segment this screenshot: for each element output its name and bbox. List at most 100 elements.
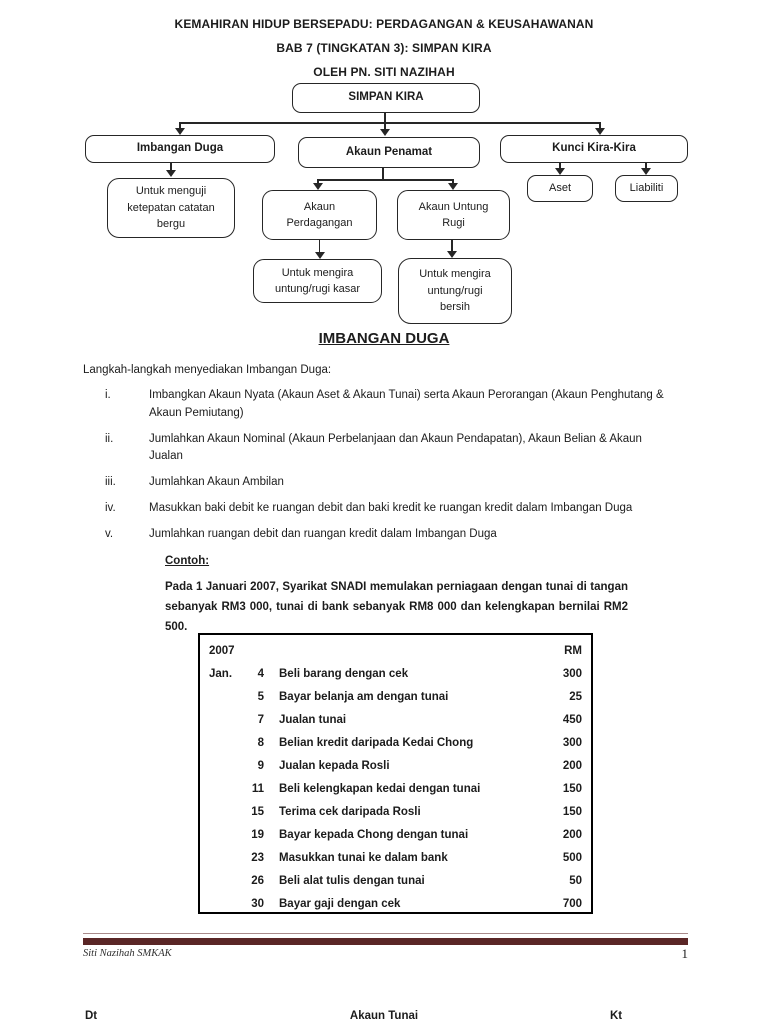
table-amount: 500 [562, 851, 582, 864]
arrowhead-akaun-penamat [380, 129, 390, 136]
table-amount: 150 [562, 782, 582, 795]
step-item: v. Jumlahkan ruangan debit dan ruangan k… [105, 526, 671, 544]
connector-drop-untung-rugi [452, 179, 454, 183]
table-row: 11 Beli kelengkapan kedai dengan tunai 1… [200, 777, 591, 800]
arrowhead-mengira-kasar [315, 252, 325, 259]
table-day: 23 [251, 851, 264, 864]
step-number: i. [105, 389, 111, 401]
table-desc: Bayar kepada Chong dengan tunai [279, 828, 469, 841]
table-desc: Jualan kepada Rosli [279, 759, 390, 772]
flowchart-node-simpan-kira: SIMPAN KIRA [292, 83, 480, 113]
step-item: i. Imbangkan Akaun Nyata (Akaun Aset & A… [105, 387, 671, 423]
step-number: iii. [105, 476, 116, 489]
table-desc: Bayar belanja am dengan tunai [279, 690, 449, 703]
table-desc: Terima cek daripada Rosli [279, 805, 421, 818]
footer-author: Siti Nazihah SMKAK [83, 948, 172, 959]
table-desc: Beli alat tulis dengan tunai [279, 874, 425, 887]
table-row: 23 Masukkan tunai ke dalam bank 500 [200, 846, 591, 869]
arrowhead-akaun-perdagangan [313, 183, 323, 190]
doc-title-line2: BAB 7 (TINGKATAN 3): SIMPAN KIRA [276, 41, 492, 55]
table-day: 30 [251, 897, 264, 910]
table-amount: 25 [569, 690, 582, 703]
flowchart-node-akaun-untung-rugi: Akaun Untung Rugi [397, 190, 510, 240]
step-item: iii. Jumlahkan Akaun Ambilan [105, 474, 671, 492]
table-desc: Beli kelengkapan kedai dengan tunai [279, 782, 481, 795]
arrowhead-mengira-bersih [447, 251, 457, 258]
flowchart-node-akaun-penamat: Akaun Penamat [298, 137, 480, 168]
flowchart-node-aset: Aset [527, 175, 593, 202]
arrowhead-aset [555, 168, 565, 175]
connector-penamat-stub [382, 168, 384, 180]
table-row: 26 Beli alat tulis dengan tunai 50 [200, 869, 591, 892]
table-desc: Masukkan tunai ke dalam bank [279, 851, 448, 864]
transaction-table: 2007 RM Jan. 4 Beli barang dengan cek 30… [198, 633, 593, 914]
table-day: 4 [257, 667, 264, 680]
flowchart-node-akaun-perdagangan: Akaun Perdagangan [262, 190, 377, 240]
section-title: IMBANGAN DUGA [318, 330, 450, 347]
table-row: 5 Bayar belanja am dengan tunai 25 [200, 685, 591, 708]
step-number: ii. [105, 432, 114, 445]
table-header-row: 2007 RM [200, 639, 591, 662]
footer-bar [83, 938, 688, 945]
table-day: 7 [257, 713, 264, 726]
table-amount: 200 [562, 828, 582, 841]
table-currency-header: RM [564, 644, 582, 657]
table-row: 15 Terima cek daripada Rosli 150 [200, 800, 591, 823]
table-day: 8 [257, 736, 264, 749]
arrowhead-akaun-untung-rugi [448, 183, 458, 190]
doc-title-line1: KEMAHIRAN HIDUP BERSEPADU: PERDAGANGAN &… [174, 17, 594, 31]
footer-thin-line [83, 933, 688, 934]
connector-drop-aset [559, 163, 561, 169]
example-label: Contoh: [165, 555, 210, 567]
table-day: 26 [251, 874, 264, 887]
arrowhead-imbangan-duga [175, 128, 185, 135]
flowchart-node-imbangan-duga: Imbangan Duga [85, 135, 275, 163]
connector-drop-left [179, 122, 181, 129]
taccount-debit-label: Dt [85, 1010, 98, 1022]
connector-untung-rugi-child [451, 240, 453, 251]
step-item: ii. Jumlahkan Akaun Nominal (Akaun Perbe… [105, 431, 671, 467]
arrowhead-liabiliti [641, 168, 651, 175]
table-year: 2007 [209, 644, 235, 657]
connector-perdagangan-child [319, 240, 320, 253]
table-amount: 450 [562, 713, 582, 726]
table-desc: Beli barang dengan cek [279, 667, 409, 680]
table-amount: 300 [562, 667, 582, 680]
table-day: 15 [251, 805, 264, 818]
connector-root-stub [384, 113, 386, 123]
table-day: 11 [251, 782, 264, 795]
table-month: Jan. [209, 667, 233, 680]
step-text: Jumlahkan ruangan debit dan ruangan kred… [149, 527, 497, 540]
arrowhead-untuk-menguji [166, 170, 176, 177]
table-amount: 50 [569, 874, 582, 887]
table-desc: Belian kredit daripada Kedai Chong [279, 736, 474, 749]
table-amount: 200 [562, 759, 582, 772]
doc-title-line3: OLEH PN. SITI NAZIHAH [313, 65, 455, 79]
steps-list: i. Imbangkan Akaun Nyata (Akaun Aset & A… [105, 387, 671, 552]
section-intro: Langkah-langkah menyediakan Imbangan Dug… [83, 364, 332, 376]
table-row: 7 Jualan tunai 450 [200, 708, 591, 731]
step-number: v. [105, 527, 114, 540]
flowchart-node-liabiliti: Liabiliti [615, 175, 678, 202]
step-text: Jumlahkan Akaun Ambilan [149, 476, 284, 489]
example-paragraph: Pada 1 Januari 2007, Syarikat SNADI memu… [165, 581, 628, 633]
table-day: 5 [257, 690, 264, 703]
table-amount: 300 [562, 736, 582, 749]
table-row: Jan. 4 Beli barang dengan cek 300 [200, 662, 591, 685]
flowchart-node-untuk-menguji: Untuk menguji ketepatan catatan bergu [107, 178, 235, 238]
table-amount: 700 [562, 897, 582, 910]
connector-drop-perdagangan [317, 179, 319, 183]
connector-main-horizontal [179, 122, 601, 124]
table-row: 19 Bayar kepada Chong dengan tunai 200 [200, 823, 591, 846]
step-text: Imbangkan Akaun Nyata (Akaun Aset & Akau… [149, 389, 664, 419]
table-row: 30 Bayar gaji dengan cek 700 [200, 892, 591, 915]
taccount-title: Akaun Tunai [349, 1010, 419, 1022]
table-day: 19 [251, 828, 264, 841]
flowchart-node-kunci-kira-kira: Kunci Kira-Kira [500, 135, 688, 163]
table-desc: Jualan tunai [279, 713, 347, 726]
table-desc: Bayar gaji dengan cek [279, 897, 401, 910]
connector-drop-liabiliti [645, 163, 647, 169]
connector-imbangan-child [170, 163, 172, 171]
table-day: 9 [257, 759, 264, 772]
